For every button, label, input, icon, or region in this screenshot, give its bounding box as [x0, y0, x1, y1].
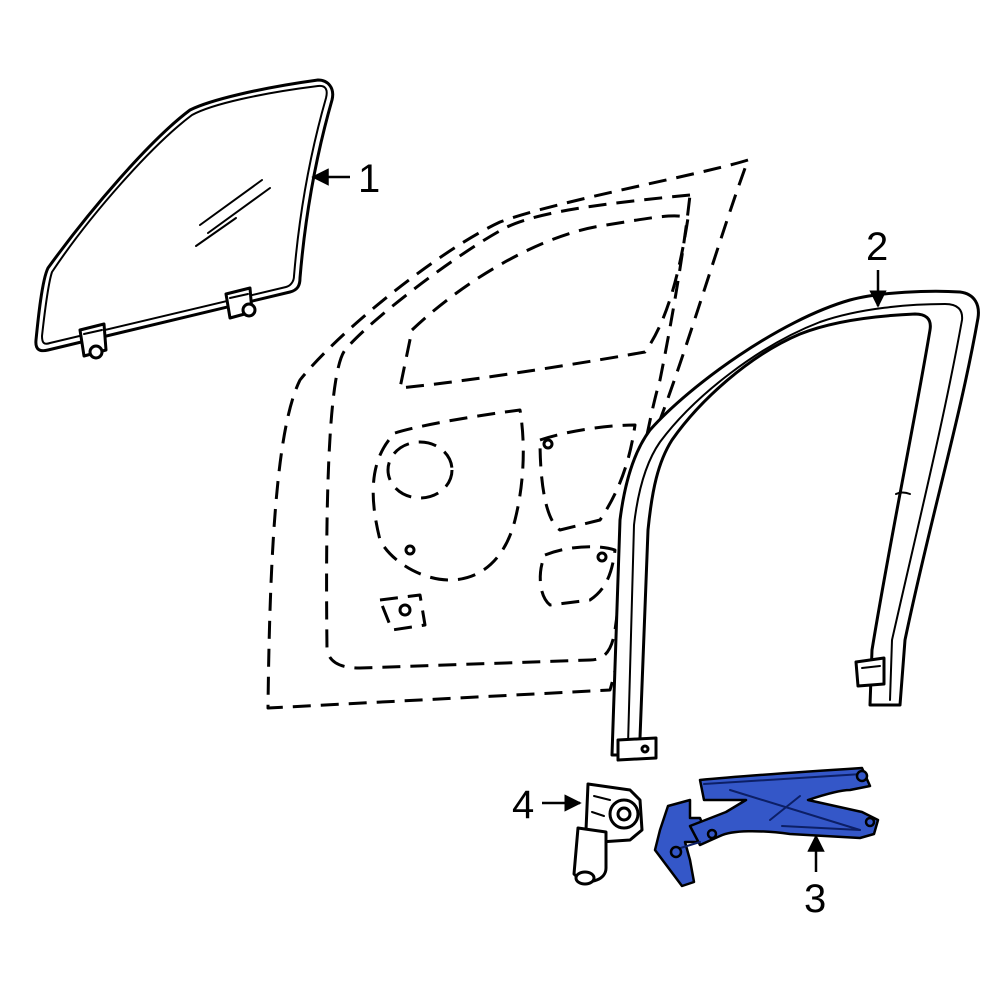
channel-bracket-front: [616, 736, 658, 762]
door-shell-outline: [266, 158, 750, 710]
door-glass[interactable]: [34, 78, 335, 360]
glass-bracket-front: [78, 322, 108, 360]
callout-4-label: 4: [512, 783, 534, 827]
callout-1-label: 1: [358, 157, 380, 201]
glass-bracket-rear: [224, 286, 257, 320]
callout-2-label: 2: [866, 225, 888, 269]
window-regulator[interactable]: [653, 766, 880, 888]
callout-3-label: 3: [804, 877, 826, 921]
window-motor[interactable]: [572, 782, 644, 886]
glass-run-channel[interactable]: [610, 289, 980, 762]
channel-bracket-rear: [854, 656, 886, 688]
